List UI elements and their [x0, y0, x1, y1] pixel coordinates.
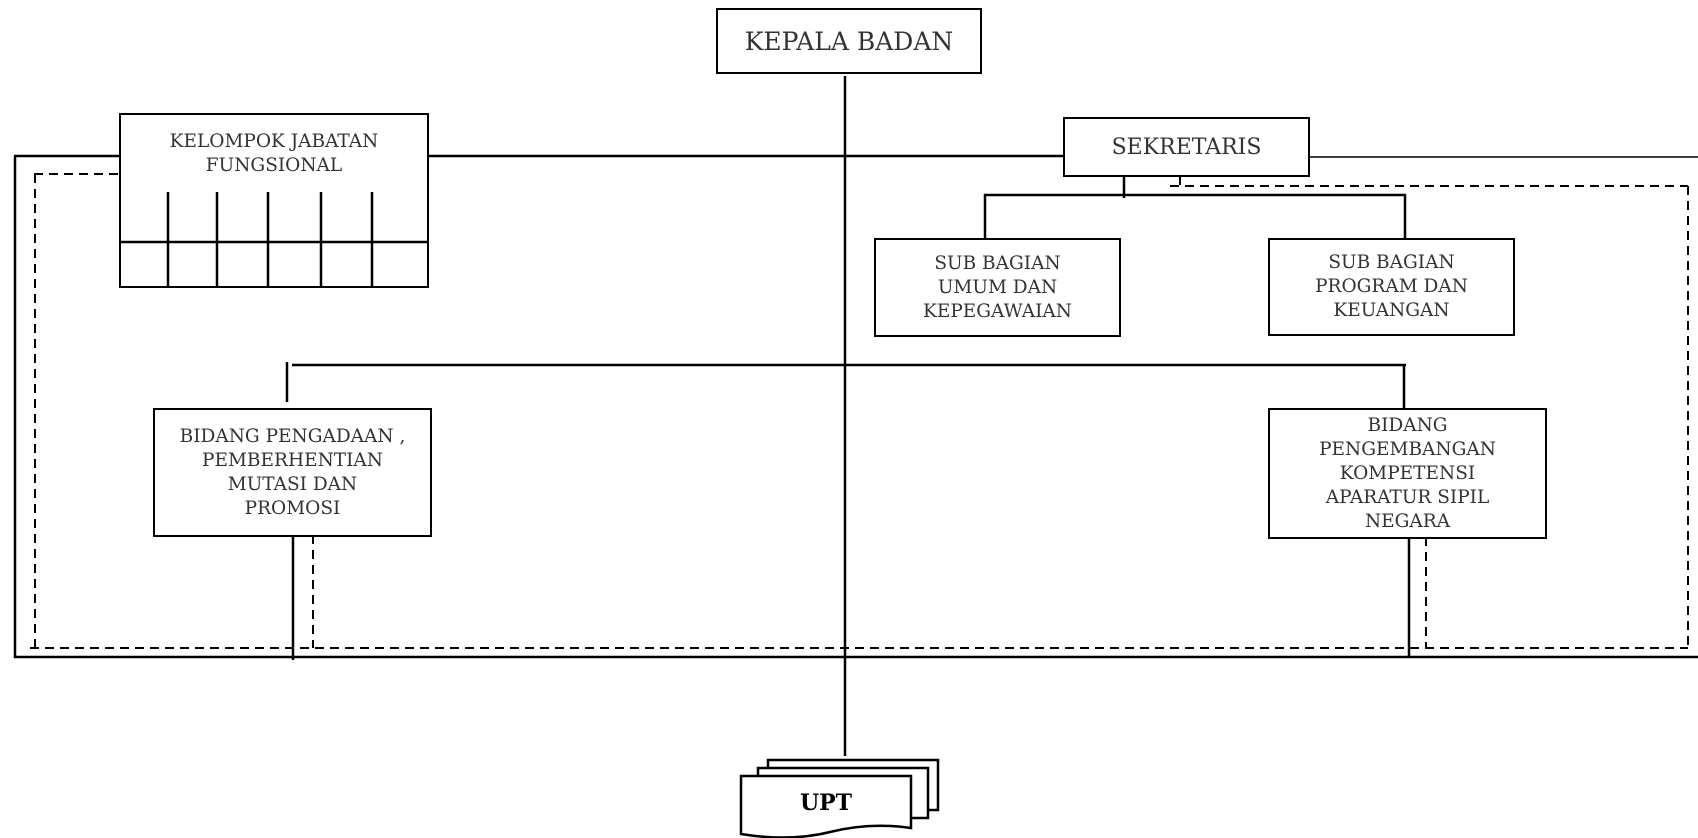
kelompok-jabatan-fungsional-box: KELOMPOK JABATAN FUNGSIONAL — [119, 113, 429, 194]
functional-positions-grid — [118, 192, 429, 288]
bidang-pengadaan-label: BIDANG PENGADAAN , PEMBERHENTIAN MUTASI … — [179, 425, 406, 519]
bidang-pengembangan-box: BIDANG PENGEMBANGAN KOMPETENSI APARATUR … — [1268, 408, 1547, 539]
sekretaris-label: SEKRETARIS — [1111, 134, 1262, 160]
sub-bagian-program-label: SUB BAGIAN PROGRAM DAN KEUANGAN — [1315, 252, 1468, 321]
sub-bagian-program-box: SUB BAGIAN PROGRAM DAN KEUANGAN — [1268, 238, 1515, 336]
sub-bagian-umum-label: SUB BAGIAN UMUM DAN KEPEGAWAIAN — [923, 252, 1072, 322]
kepala-badan-label: KEPALA BADAN — [744, 26, 954, 56]
sekretaris-box: SEKRETARIS — [1063, 117, 1310, 177]
bidang-pengembangan-label: BIDANG PENGEMBANGAN KOMPETENSI APARATUR … — [1319, 414, 1496, 532]
sub-bagian-umum-box: SUB BAGIAN UMUM DAN KEPEGAWAIAN — [874, 238, 1121, 337]
bidang-pengadaan-box: BIDANG PENGADAAN , PEMBERHENTIAN MUTASI … — [153, 408, 432, 537]
upt-label: UPT — [799, 790, 853, 816]
grid-lines — [118, 192, 429, 288]
kepala-badan-box: KEPALA BADAN — [716, 8, 982, 74]
upt-doc-front — [739, 774, 913, 838]
upt-stack — [739, 758, 940, 838]
kelompok-jabatan-fungsional-label: KELOMPOK JABATAN FUNGSIONAL — [169, 130, 379, 176]
